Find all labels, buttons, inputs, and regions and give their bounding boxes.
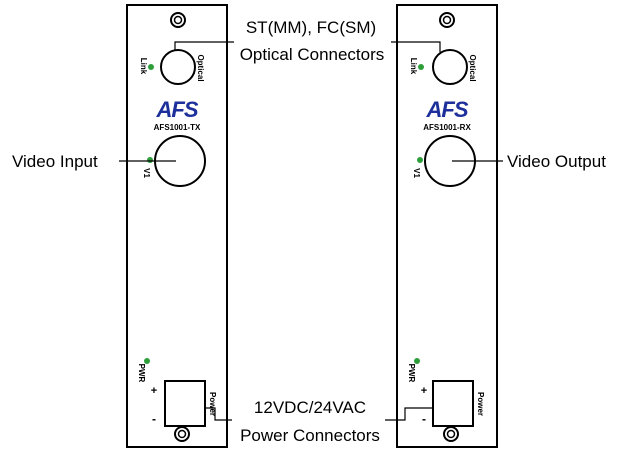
tx-video-led <box>147 157 153 163</box>
power-callout-line1: 12VDC/24VAC <box>254 398 366 417</box>
rx-pwr-label: PWR <box>407 364 416 383</box>
tx-v1-label: V1 <box>142 168 151 178</box>
tx-minus-label: - <box>152 412 156 426</box>
tx-pwr-led <box>144 358 150 364</box>
tx-power-label: Power <box>208 392 217 416</box>
tx-plus-label: + <box>151 385 157 397</box>
rx-top-screw-icon <box>439 12 455 28</box>
video-input-callout: Video Input <box>12 152 98 171</box>
rx-link-led <box>418 64 424 70</box>
rx-panel: Link Optical AFS AFS1001-RX V1 PWR + - P… <box>396 4 498 448</box>
tx-link-label: Link <box>139 58 148 75</box>
rx-optical-label: Optical <box>468 54 477 81</box>
rx-link-label: Link <box>409 58 418 75</box>
optical-callout-line-tx <box>174 41 234 50</box>
tx-optical-label: Optical <box>196 54 205 81</box>
power-callout-line-tx <box>205 407 232 421</box>
optical-callout-line2: Optical Connectors <box>240 45 385 64</box>
rx-video-led <box>417 157 423 163</box>
rx-plus-label: + <box>421 385 427 397</box>
rx-optical-connector[interactable] <box>432 49 468 85</box>
tx-pwr-label: PWR <box>137 364 146 383</box>
tx-link-led <box>148 64 154 70</box>
tx-bottom-screw-icon <box>174 426 190 442</box>
rx-pwr-led <box>414 358 420 364</box>
tx-power-connector[interactable] <box>164 380 206 427</box>
tx-panel: Link Optical AFS AFS1001-TX V1 PWR + - P… <box>126 4 228 448</box>
rx-power-connector[interactable] <box>432 380 474 427</box>
power-callout-line-rx <box>385 407 433 421</box>
rx-bottom-screw-icon <box>443 426 459 442</box>
rx-v1-label: V1 <box>412 168 421 178</box>
tx-top-screw-icon <box>170 12 186 28</box>
tx-model-label: AFS1001-TX <box>154 123 201 132</box>
rx-model-label: AFS1001-RX <box>423 123 471 132</box>
rx-minus-label: - <box>422 412 426 426</box>
optical-callout-line-rx <box>391 41 441 52</box>
rx-logo: AFS <box>426 97 469 122</box>
callout-lines <box>119 41 503 421</box>
rx-power-label: Power <box>476 392 485 416</box>
optical-callout-line1: ST(MM), FC(SM) <box>246 18 376 37</box>
power-callout-line2: Power Connectors <box>240 426 380 445</box>
tx-optical-connector[interactable] <box>160 49 196 85</box>
tx-logo: AFS <box>156 97 199 122</box>
video-output-callout: Video Output <box>507 152 606 171</box>
